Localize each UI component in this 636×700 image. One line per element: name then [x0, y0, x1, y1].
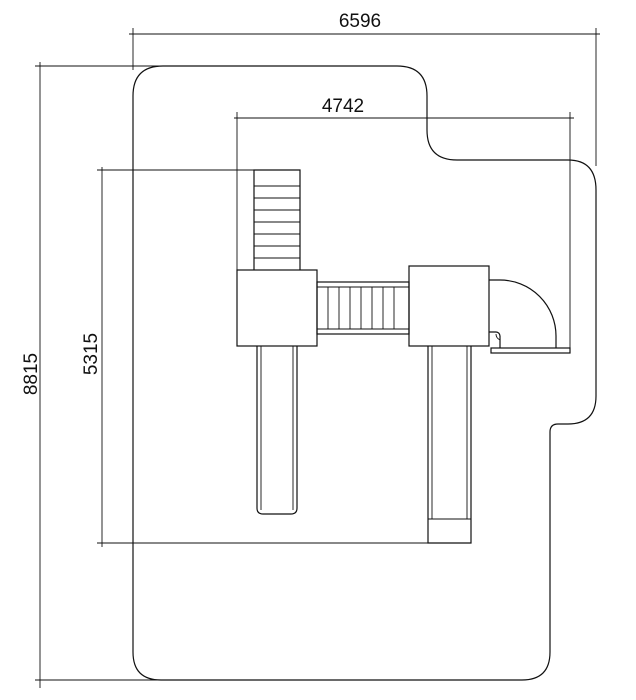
- safety-zone-outline: [132, 65, 597, 681]
- dimension-structure-height: 5315: [81, 167, 434, 547]
- left-slide: [256, 346, 298, 515]
- right-tower-platform: [408, 265, 490, 347]
- overall-height-label: 8815: [21, 353, 42, 395]
- structure-height-label: 5315: [81, 333, 102, 375]
- right-slide: [427, 346, 472, 544]
- dimension-overall-width: 6596: [129, 11, 600, 166]
- dimension-overall-height: 8815: [21, 62, 167, 688]
- structure-width-label: 4742: [322, 96, 364, 117]
- left-tower-platform: [236, 269, 318, 347]
- curved-slide-exit: [490, 347, 571, 354]
- overall-width-label: 6596: [339, 11, 381, 32]
- ladder-top: [253, 169, 301, 270]
- curved-slide: [489, 279, 571, 354]
- dimension-structure-width: 4742: [234, 96, 574, 348]
- connecting-bridge: [316, 281, 410, 335]
